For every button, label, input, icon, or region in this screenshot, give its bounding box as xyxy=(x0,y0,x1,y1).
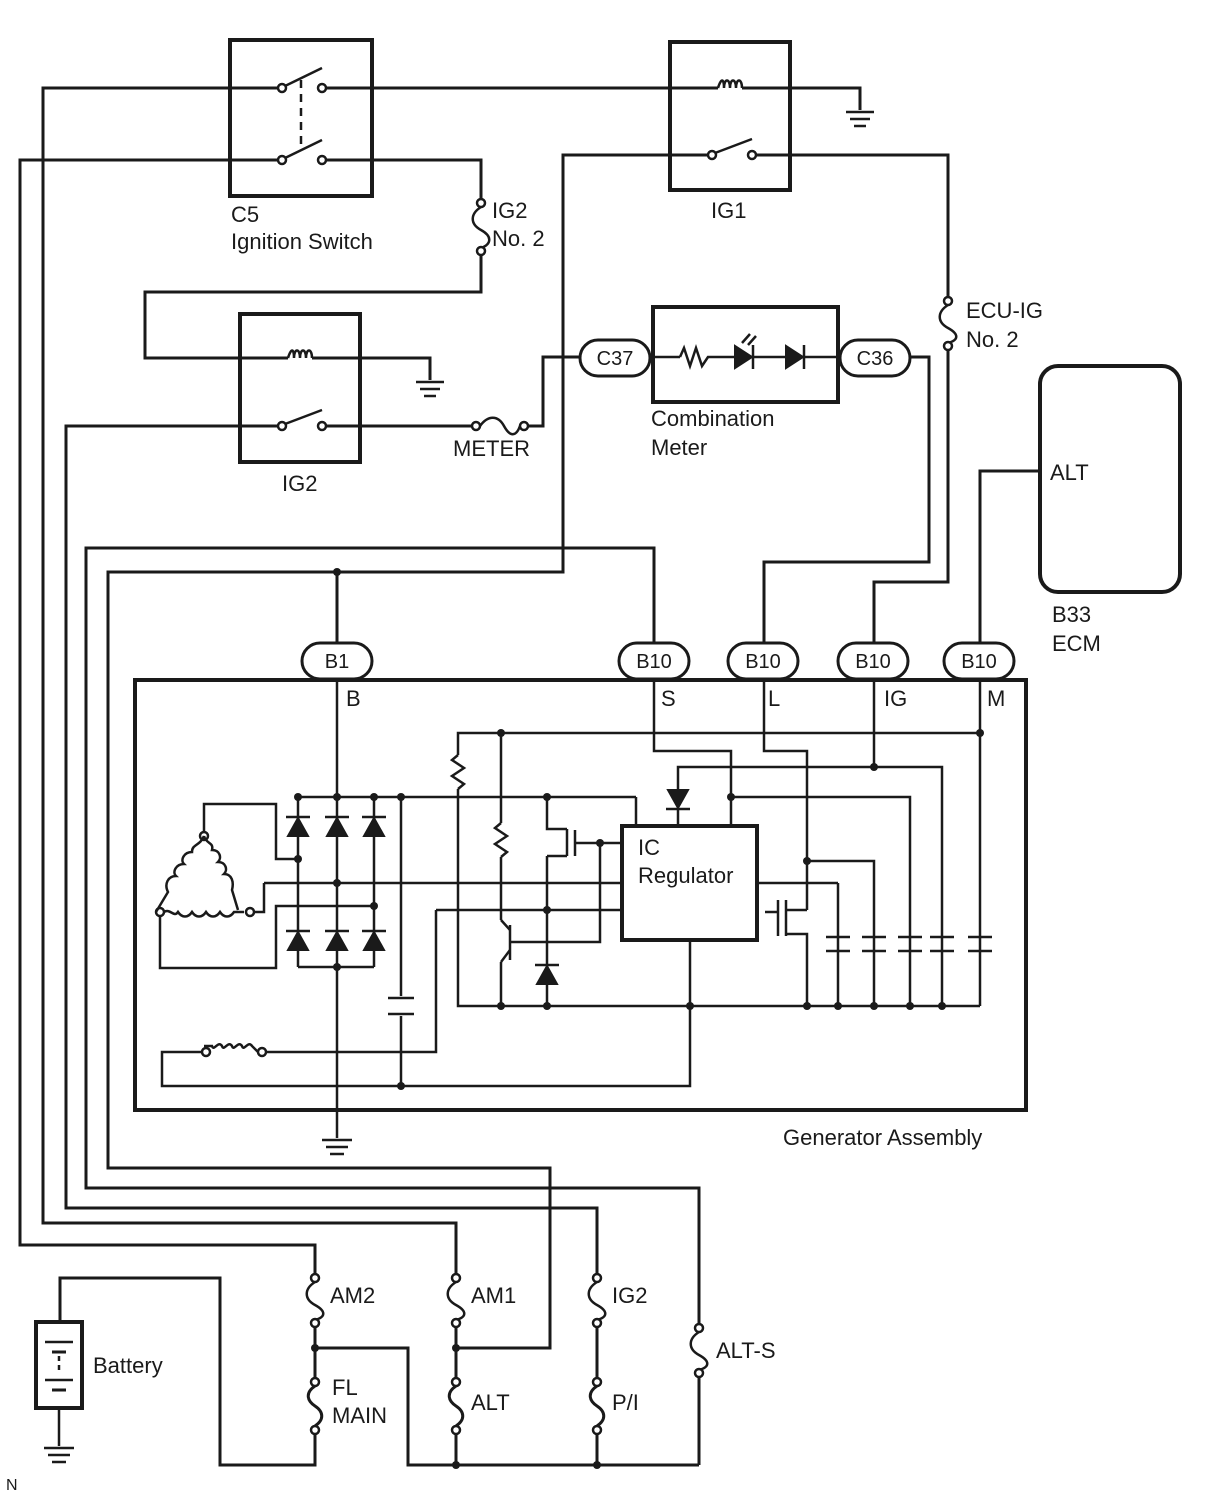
ig1-relay xyxy=(668,40,792,192)
connector-b10-s: B10 xyxy=(617,641,691,681)
wire-ig1-contact-right xyxy=(756,153,950,298)
wire-alt-s xyxy=(84,546,701,1325)
wire-ig1-ground xyxy=(742,86,862,110)
ground-icon xyxy=(416,380,444,398)
terminal-b: B xyxy=(346,686,361,711)
battery xyxy=(34,1320,84,1446)
meter-fuse-label: METER xyxy=(453,436,530,461)
fl-main-label: FL xyxy=(332,1375,358,1400)
corner-mark: N xyxy=(6,1477,18,1494)
meter-fuse xyxy=(470,416,530,436)
alt-s-fuse-label: ALT-S xyxy=(716,1338,776,1363)
wire-c36-to-l xyxy=(762,355,931,647)
connector-c37: C37 xyxy=(578,338,652,378)
am2-fuse-label: AM2 xyxy=(330,1283,375,1308)
connector-b10-m-label: B10 xyxy=(961,651,997,673)
ground-icon xyxy=(44,1446,74,1464)
connector-b1: B1 xyxy=(300,641,374,681)
fl-main-fusible-link xyxy=(306,1376,324,1436)
connector-b1-label: B1 xyxy=(325,651,349,673)
ic-regulator-label: IC xyxy=(638,835,660,860)
wire-am2-bus xyxy=(18,158,317,1275)
wire-ig1-contact-left xyxy=(106,153,708,1350)
ecm-label: ECM xyxy=(1052,631,1101,656)
ecm xyxy=(1038,364,1182,594)
ignition-switch xyxy=(228,38,374,198)
generator-label: Generator Assembly xyxy=(783,1125,982,1150)
pi-fusible-link xyxy=(588,1376,606,1436)
alt-fuse-label: ALT xyxy=(471,1390,510,1415)
combination-meter xyxy=(651,305,840,404)
connector-b10-l-label: B10 xyxy=(745,651,781,673)
combination-meter-label: Combination xyxy=(651,406,775,431)
wire-ig2-coil xyxy=(143,255,483,360)
ecm-alt-terminal: ALT xyxy=(1050,460,1089,485)
terminal-m: M xyxy=(987,686,1005,711)
am2-fuse xyxy=(305,1272,325,1329)
terminal-ig: IG xyxy=(884,686,907,711)
ignition-switch-label: Ignition Switch xyxy=(231,229,373,254)
ignition-switch-code: C5 xyxy=(231,202,259,227)
ecu-ig-no2-fuse xyxy=(938,295,958,352)
am1-fuse xyxy=(446,1272,466,1329)
connector-b10-s-label: B10 xyxy=(636,651,672,673)
connector-b10-ig-label: B10 xyxy=(855,651,891,673)
wire-meter-to-c37 xyxy=(528,355,580,428)
fl-main-label-2: MAIN xyxy=(332,1403,387,1428)
connector-c36-label: C36 xyxy=(857,348,894,370)
ground-icon xyxy=(846,110,874,128)
wire-am1-bus xyxy=(41,86,458,1275)
connector-b10-l: B10 xyxy=(726,641,800,681)
wire-ig2-ground xyxy=(312,356,432,380)
terminal-s: S xyxy=(661,686,676,711)
wire-ig2-contact-left xyxy=(64,424,599,1275)
ig2-no2-fuse-label: IG2 xyxy=(492,198,527,223)
generator-internal-circuit: IC Regulator xyxy=(154,680,992,1156)
ig1-relay-label: IG1 xyxy=(711,198,746,223)
connector-c36: C36 xyxy=(838,338,912,378)
combination-meter-label-2: Meter xyxy=(651,435,707,460)
connector-c37-label: C37 xyxy=(597,348,634,370)
ig2-no2-fuse xyxy=(471,197,491,257)
ground-icon xyxy=(322,1138,352,1156)
alt-s-fuse xyxy=(689,1322,709,1379)
ecm-code: B33 xyxy=(1052,602,1091,627)
pi-fuse-label: P/I xyxy=(612,1390,639,1415)
ig2-fuse xyxy=(587,1272,607,1329)
connector-b10-m: B10 xyxy=(942,641,1016,681)
battery-label: Battery xyxy=(93,1353,163,1378)
terminal-l: L xyxy=(768,686,780,711)
ic-regulator-label-2: Regulator xyxy=(638,863,733,888)
generator-assembly xyxy=(133,678,1028,1112)
ig2-no2-fuse-label-2: No. 2 xyxy=(492,226,545,251)
wire-ig2-fuse xyxy=(326,158,483,200)
wire-ecu-ig-to-ig xyxy=(872,350,950,647)
ecu-ig-fuse-label-2: No. 2 xyxy=(966,327,1019,352)
connector-b10-ig: B10 xyxy=(836,641,910,681)
wire-ecm-to-m xyxy=(978,469,1040,647)
ecu-ig-fuse-label: ECU-IG xyxy=(966,298,1043,323)
ig2-fuse-label: IG2 xyxy=(612,1283,647,1308)
alt-fusible-link xyxy=(447,1376,465,1436)
ig2-relay-label: IG2 xyxy=(282,471,317,496)
ig2-relay xyxy=(238,312,362,464)
am1-fuse-label: AM1 xyxy=(471,1283,516,1308)
